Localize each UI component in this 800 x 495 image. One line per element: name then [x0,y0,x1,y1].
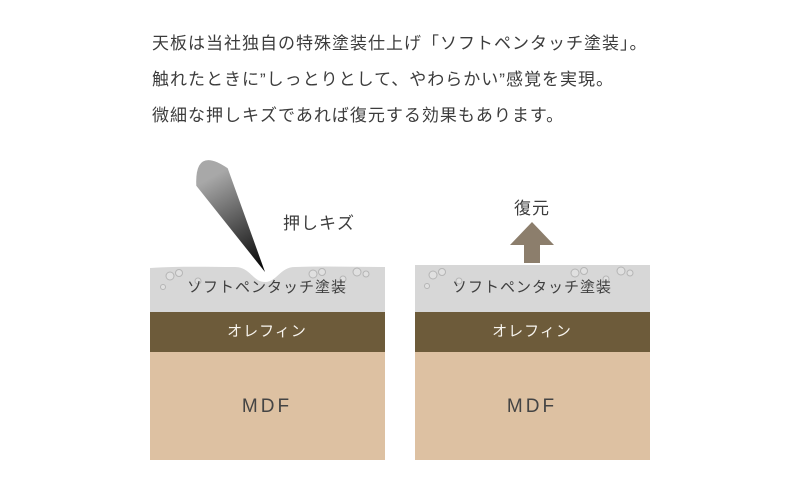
restore-panel-graphic [415,222,650,460]
coating-layer-restored [415,265,650,312]
scratch-label: 押しキズ [283,214,355,233]
olefin-layer [150,312,385,352]
description-block: 天板は当社独自の特殊塗装仕上げ「ソフトペンタッチ塗装」。 触れたときに”しっとり… [152,26,648,134]
description-line-3: 微細な押しキズであれば復元する効果もあります。 [152,106,565,125]
coating-bubbles [424,266,634,289]
olefin-layer [415,312,650,352]
mdf-layer-label-right: MDF [506,396,558,417]
description-line-2: 触れたときに”しっとりとして、やわらかい”感覚を実現。 [152,70,614,89]
restore-up-arrow-icon [510,222,554,263]
mdf-layer-label-left: MDF [241,396,293,417]
coating-bubbles [160,267,370,291]
mdf-layer [415,352,650,460]
description-line-1: 天板は当社独自の特殊塗装仕上げ「ソフトペンタッチ塗装」。 [152,34,648,53]
coating-layer-dented [150,266,385,312]
mdf-layer [150,352,385,460]
coating-layer-label-right: ソフトペンタッチ塗装 [451,279,613,296]
olefin-layer-label-right: オレフィン [492,323,572,340]
scratch-panel-graphic [150,160,385,460]
coating-layer-label-left: ソフトペンタッチ塗装 [186,279,348,296]
olefin-layer-label-left: オレフィン [227,323,307,340]
restore-label: 復元 [514,199,550,218]
pen-icon [196,160,265,272]
